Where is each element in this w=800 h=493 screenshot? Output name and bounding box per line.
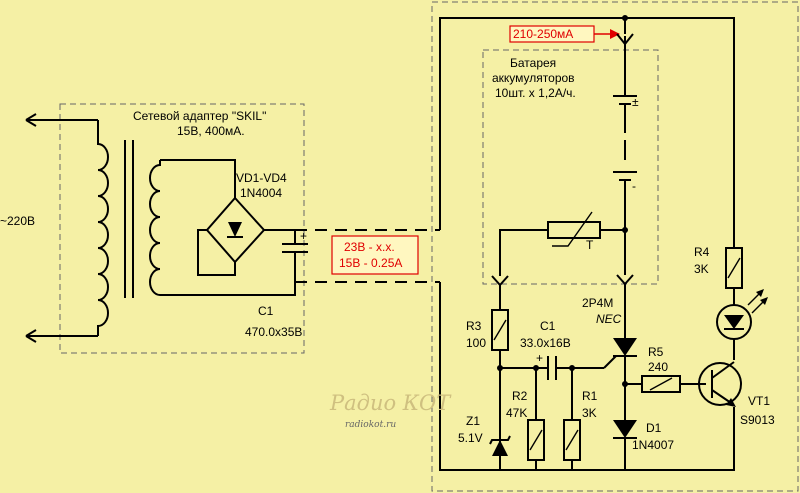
vt1-ref: VT1 bbox=[748, 394, 770, 408]
led-icon bbox=[716, 289, 768, 340]
watermark-logo: Радио КОТ bbox=[329, 391, 452, 415]
bridge-ref: VD1-VD4 bbox=[236, 171, 287, 185]
svg-text:+: + bbox=[300, 229, 307, 243]
c1-value: 33.0х16В bbox=[520, 336, 571, 350]
scr-ref: 2Р4М bbox=[582, 296, 613, 310]
r1-ref: R1 bbox=[582, 389, 598, 403]
transformer-icon bbox=[25, 113, 161, 343]
c1-adapter-ref: С1 bbox=[258, 304, 274, 318]
adapter-title: Сетевой адаптер "SKIL" bbox=[133, 109, 266, 123]
r1-value: 3K bbox=[582, 406, 597, 420]
charger-boundary bbox=[431, 1, 799, 492]
voltage-idle: 23В - х.х. bbox=[344, 240, 395, 254]
battery-line2: аккумуляторов bbox=[492, 71, 575, 85]
c1-capacitor: + bbox=[536, 351, 557, 380]
adapter-boundary bbox=[59, 103, 305, 354]
vt1-type: S9013 bbox=[740, 413, 775, 427]
battery-boundary bbox=[482, 49, 659, 285]
npn-transistor-icon bbox=[698, 361, 742, 407]
r4-ref: R4 bbox=[694, 245, 710, 259]
diode-icon bbox=[613, 420, 637, 439]
watermark-url: radiokot.ru bbox=[345, 420, 396, 430]
svg-text:±: ± bbox=[632, 95, 639, 109]
battery-line1: Батарея bbox=[510, 56, 556, 70]
r5-value: 240 bbox=[648, 360, 668, 374]
voltage-load: 15В - 0.25А bbox=[339, 256, 402, 270]
zener-diode-icon bbox=[489, 435, 511, 456]
r3-value: 100 bbox=[466, 336, 486, 350]
d1-ref: D1 bbox=[646, 421, 662, 435]
battery-line3: 10шт. х 1,2А/ч. bbox=[495, 86, 576, 100]
r2-ref: R2 bbox=[512, 389, 528, 403]
z1-value: 5.1V bbox=[458, 431, 483, 445]
r5-ref: R5 bbox=[648, 345, 664, 359]
bridge-type: 1N4004 bbox=[240, 186, 282, 200]
adapter-capacitor: + bbox=[282, 229, 308, 253]
c1-ref: С1 bbox=[540, 319, 556, 333]
r4-value: 3K bbox=[694, 262, 709, 276]
battery-icon: ± - bbox=[613, 33, 639, 275]
r2-value: 47K bbox=[506, 406, 527, 420]
scr-maker: NEC bbox=[596, 312, 622, 326]
thermistor-icon bbox=[547, 211, 601, 247]
mains-label: ~220В bbox=[0, 214, 35, 228]
thyristor-icon bbox=[603, 338, 637, 369]
c1-adapter-value: 470.0х35В bbox=[245, 325, 302, 339]
svg-text:+: + bbox=[536, 351, 543, 365]
current-value: 210-250мА bbox=[513, 27, 573, 41]
svg-text:-: - bbox=[632, 179, 636, 193]
thermistor-label: T bbox=[586, 238, 594, 252]
r3-ref: R3 bbox=[466, 319, 482, 333]
d1-type: 1N4007 bbox=[632, 438, 674, 452]
voltage-box bbox=[331, 235, 419, 275]
z1-ref: Z1 bbox=[466, 414, 480, 428]
diode-bridge-icon bbox=[205, 196, 266, 264]
adapter-rating: 15В, 400мА. bbox=[177, 124, 245, 138]
